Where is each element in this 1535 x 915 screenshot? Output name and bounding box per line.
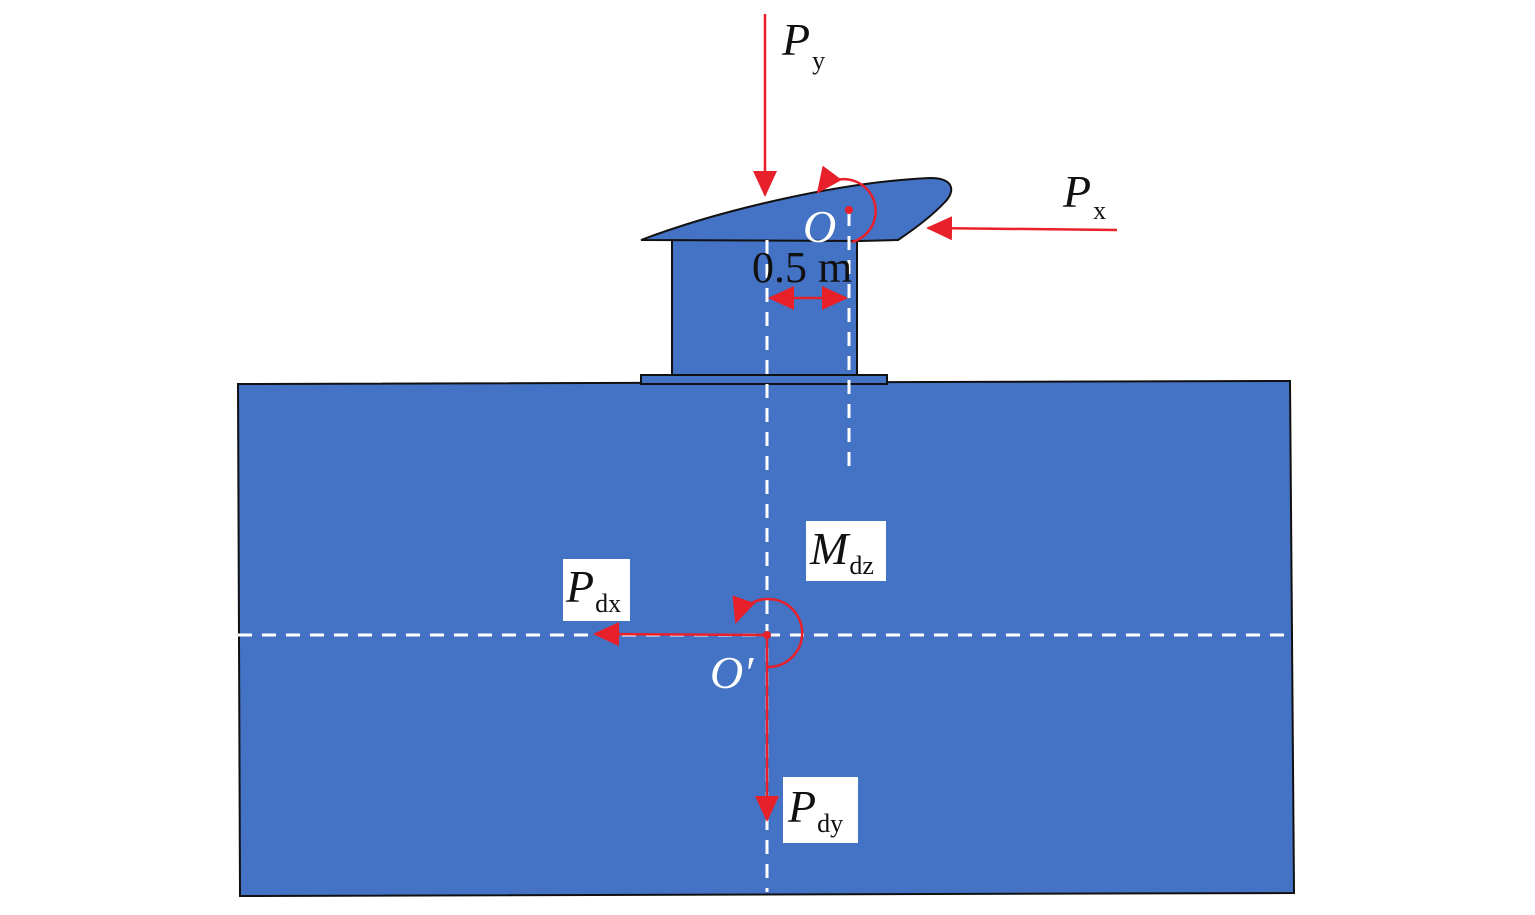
py-label: Py bbox=[781, 14, 825, 75]
px-arrow bbox=[926, 216, 1118, 241]
o-label: O bbox=[803, 201, 836, 252]
bollard-cap bbox=[640, 176, 953, 243]
point-o-prime bbox=[763, 631, 771, 639]
pdx-arrow bbox=[593, 622, 768, 647]
moment-arc-top bbox=[816, 165, 877, 244]
mdz-arc bbox=[732, 595, 804, 669]
distance-label: 0.5 m bbox=[752, 243, 852, 292]
mdz-label: Mdz bbox=[809, 523, 874, 580]
pdx-label-box bbox=[563, 559, 630, 621]
pdy-label-box bbox=[783, 777, 858, 843]
pdx-label: Pdx bbox=[565, 561, 621, 618]
mdz-label-box bbox=[806, 521, 886, 581]
px-label: Px bbox=[1062, 166, 1106, 225]
pdy-label: Pdy bbox=[787, 781, 843, 838]
o-prime-label: O′ bbox=[710, 647, 754, 698]
point-o bbox=[845, 206, 853, 214]
